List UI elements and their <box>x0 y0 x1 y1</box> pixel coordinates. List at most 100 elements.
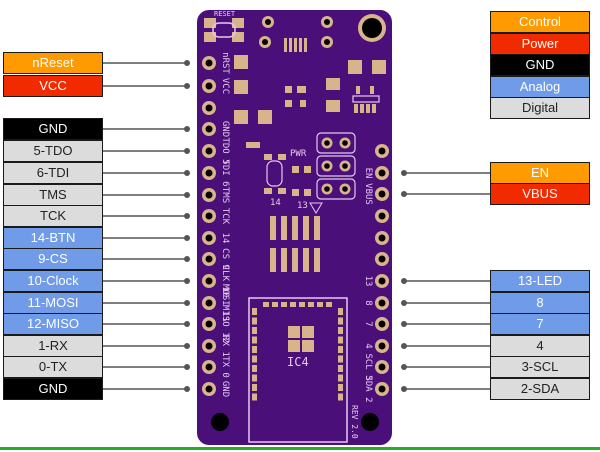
header-pin <box>202 209 216 223</box>
pin-label-left: 1-RX <box>3 335 103 357</box>
pin-silk: CS 9 <box>220 248 230 270</box>
legend-item-control: Control <box>490 11 590 33</box>
silk-14: 14 <box>270 198 281 208</box>
header-pin <box>375 187 389 201</box>
pin-label-right: 8 <box>490 292 590 314</box>
silk-13: 13 <box>297 201 308 211</box>
connector-dot <box>184 192 190 198</box>
header-pin <box>375 274 389 288</box>
mount-hole-right <box>361 413 379 431</box>
connector-dot <box>401 364 407 370</box>
pin-label-left: VCC <box>3 75 103 97</box>
pin-label-right: 4 <box>490 335 590 357</box>
pin-silk: GND <box>220 381 230 397</box>
pin-label-left: 6-TDI <box>3 162 103 184</box>
header-pin <box>202 339 216 353</box>
pin-label-left: 14-BTN <box>3 227 103 249</box>
header-pin <box>375 252 389 266</box>
pin-label-left: 11-MOSI <box>3 292 103 314</box>
pin-label-left: nReset <box>3 52 103 74</box>
connector-dot <box>184 83 190 89</box>
pin-label-left: GND <box>3 118 103 140</box>
pin-silk: RX 1 <box>220 335 230 357</box>
ic4-module: IC4 <box>248 297 348 443</box>
header-pin <box>375 382 389 396</box>
connector-dot <box>184 386 190 392</box>
connector-dot <box>184 235 190 241</box>
pin-silk: 7 <box>363 321 373 326</box>
pin-silk: SCL 3 <box>363 353 373 380</box>
connector-dot <box>184 321 190 327</box>
pin-silk: TDI 6 <box>220 159 230 186</box>
led-pads <box>292 166 311 196</box>
header-pin <box>375 166 389 180</box>
header-pin <box>375 209 389 223</box>
pin-silk: EN <box>363 168 373 179</box>
pin-label-right: 7 <box>490 313 590 335</box>
ic4-silk: IC4 <box>287 355 309 369</box>
header-pin <box>375 296 389 310</box>
legend-item-gnd: GND <box>490 54 590 76</box>
legend-item-power: Power <box>490 32 590 55</box>
soic-footprint <box>270 216 320 272</box>
connector-dot <box>401 386 407 392</box>
pin-label-right: 13-LED <box>490 270 590 292</box>
connector-dot <box>184 256 190 262</box>
connector-dot <box>184 343 190 349</box>
header-pin <box>375 144 389 158</box>
pin-silk: MOSI 11 <box>220 284 230 322</box>
header-pin <box>375 360 389 374</box>
pin-silk: TCK <box>220 208 230 225</box>
reset-button-footprint: RESET <box>204 10 244 42</box>
pin-silk: 4 <box>363 343 373 348</box>
header-pin <box>202 79 216 93</box>
connector-dot <box>401 170 407 176</box>
legend-item-analog: Analog <box>490 75 590 98</box>
rev-silk: REV 2.0 <box>350 405 359 439</box>
pin-label-right: EN <box>490 162 590 184</box>
pin-silk: nRST <box>220 52 230 74</box>
pin-label-right: VBUS <box>490 183 590 205</box>
header-pin <box>202 252 216 266</box>
connector-dot <box>184 364 190 370</box>
reset-silk: RESET <box>214 10 236 18</box>
header-pin <box>202 231 216 245</box>
pin-silk: VBUS <box>363 183 373 205</box>
pin-label-left: TMS <box>3 184 103 206</box>
mount-hole-left <box>211 413 229 431</box>
connector-dot <box>184 148 190 154</box>
connector-dot <box>401 191 407 197</box>
header-pin <box>202 144 216 158</box>
pin-label-right: 2-SDA <box>490 378 590 400</box>
pin-label-left: 0-TX <box>3 356 103 378</box>
connector-dot <box>184 170 190 176</box>
connector-dot <box>184 126 190 132</box>
legend-item-digital: Digital <box>490 97 590 119</box>
pin-silk: TX 0 <box>220 356 230 378</box>
pin-silk: 13 <box>363 276 373 287</box>
pin-label-left: 12-MISO <box>3 313 103 335</box>
top-holes <box>259 14 386 48</box>
button-14-footprint: 14 <box>264 154 286 208</box>
header-pin <box>202 296 216 310</box>
pin-silk: TMS <box>220 187 230 203</box>
header-pin <box>202 122 216 136</box>
pin-silk: SDA 2 <box>363 375 373 402</box>
header-pin <box>375 231 389 245</box>
connector-dot <box>184 213 190 219</box>
pin-label-left: TCK <box>3 205 103 227</box>
jumper-blocks <box>309 132 356 214</box>
pin-silk: 14 <box>220 233 230 244</box>
header-pin <box>202 317 216 331</box>
pin-label-left: 9-CS <box>3 248 103 270</box>
pin-label-right: 3-SCL <box>490 356 590 378</box>
connector-dot <box>184 60 190 66</box>
header-pin <box>202 360 216 374</box>
pin-label-left: 5-TDO <box>3 140 103 162</box>
pin-label-left: 10-Clock <box>3 270 103 292</box>
connector-dot <box>401 278 407 284</box>
connector-lines <box>103 60 490 392</box>
